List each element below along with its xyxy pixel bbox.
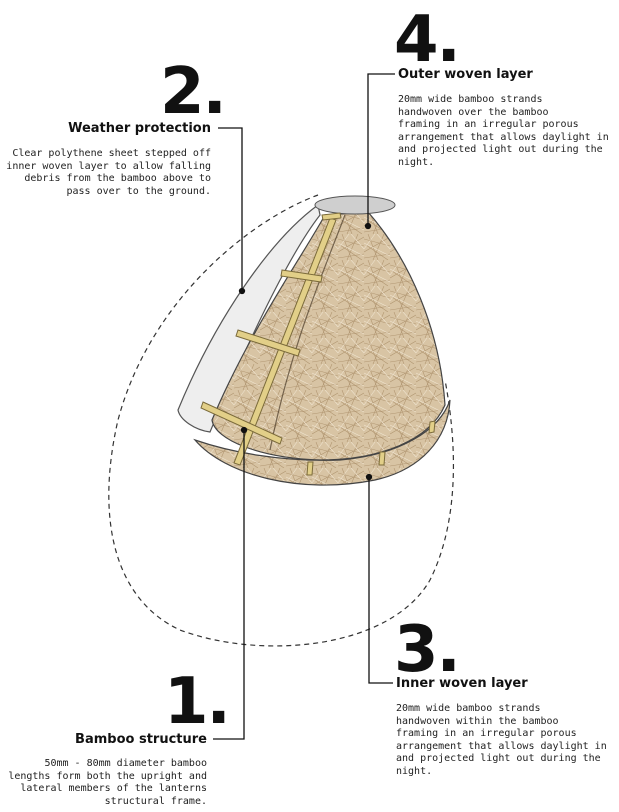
- callout-title-bamboo-structure: Bamboo structure: [75, 732, 207, 747]
- callout-number-1: 1.: [164, 670, 229, 734]
- leader-dot-1: [242, 428, 247, 433]
- description-line: handwoven within the bamboo: [396, 716, 607, 729]
- callout-title-inner-woven-layer: Inner woven layer: [396, 676, 528, 691]
- callout-number-2: 2.: [160, 60, 225, 124]
- description-line: debris from the bamboo above to: [6, 173, 211, 186]
- description-line: lateral members of the lanterns: [8, 783, 207, 796]
- description-line: inner woven layer to allow falling: [6, 161, 211, 174]
- leader-dot-2: [240, 289, 245, 294]
- description-line: and projected light out during the: [396, 753, 607, 766]
- callout-description-inner-woven-layer: 20mm wide bamboo strands handwoven withi…: [396, 703, 607, 778]
- callout-title-weather-protection: Weather protection: [68, 121, 211, 136]
- description-line: 50mm - 80mm diameter bamboo: [8, 758, 207, 771]
- description-line: 20mm wide bamboo strands: [398, 94, 609, 107]
- top-cap: [315, 196, 395, 214]
- description-line: arrangement that allows daylight in: [396, 741, 607, 754]
- description-line: framing in an irregular porous: [396, 728, 607, 741]
- description-line: arrangement that allows daylight in: [398, 132, 609, 145]
- description-line: framing in an irregular porous: [398, 119, 609, 132]
- description-line: lengths form both the upright and: [8, 771, 207, 784]
- leader-dot-4: [366, 224, 371, 229]
- description-line: night.: [396, 766, 607, 779]
- callout-title-outer-woven-layer: Outer woven layer: [398, 67, 533, 82]
- description-line: 20mm wide bamboo strands: [396, 703, 607, 716]
- leader-line-3: [369, 478, 393, 683]
- leader-dot-3: [367, 475, 372, 480]
- callout-description-outer-woven-layer: 20mm wide bamboo strands handwoven over …: [398, 94, 609, 169]
- description-line: Clear polythene sheet stepped off: [6, 148, 211, 161]
- callout-description-bamboo-structure: 50mm - 80mm diameter bamboo lengths form…: [8, 758, 207, 808]
- callout-number-4: 4.: [394, 8, 459, 72]
- description-line: structural frame.: [8, 796, 207, 809]
- callout-description-weather-protection: Clear polythene sheet stepped off inner …: [6, 148, 211, 198]
- leader-line-2: [218, 128, 242, 290]
- description-line: pass over to the ground.: [6, 186, 211, 199]
- description-line: and projected light out during the: [398, 144, 609, 157]
- description-line: handwoven over the bamboo: [398, 107, 609, 120]
- description-line: night.: [398, 157, 609, 170]
- callout-number-3: 3.: [394, 618, 459, 682]
